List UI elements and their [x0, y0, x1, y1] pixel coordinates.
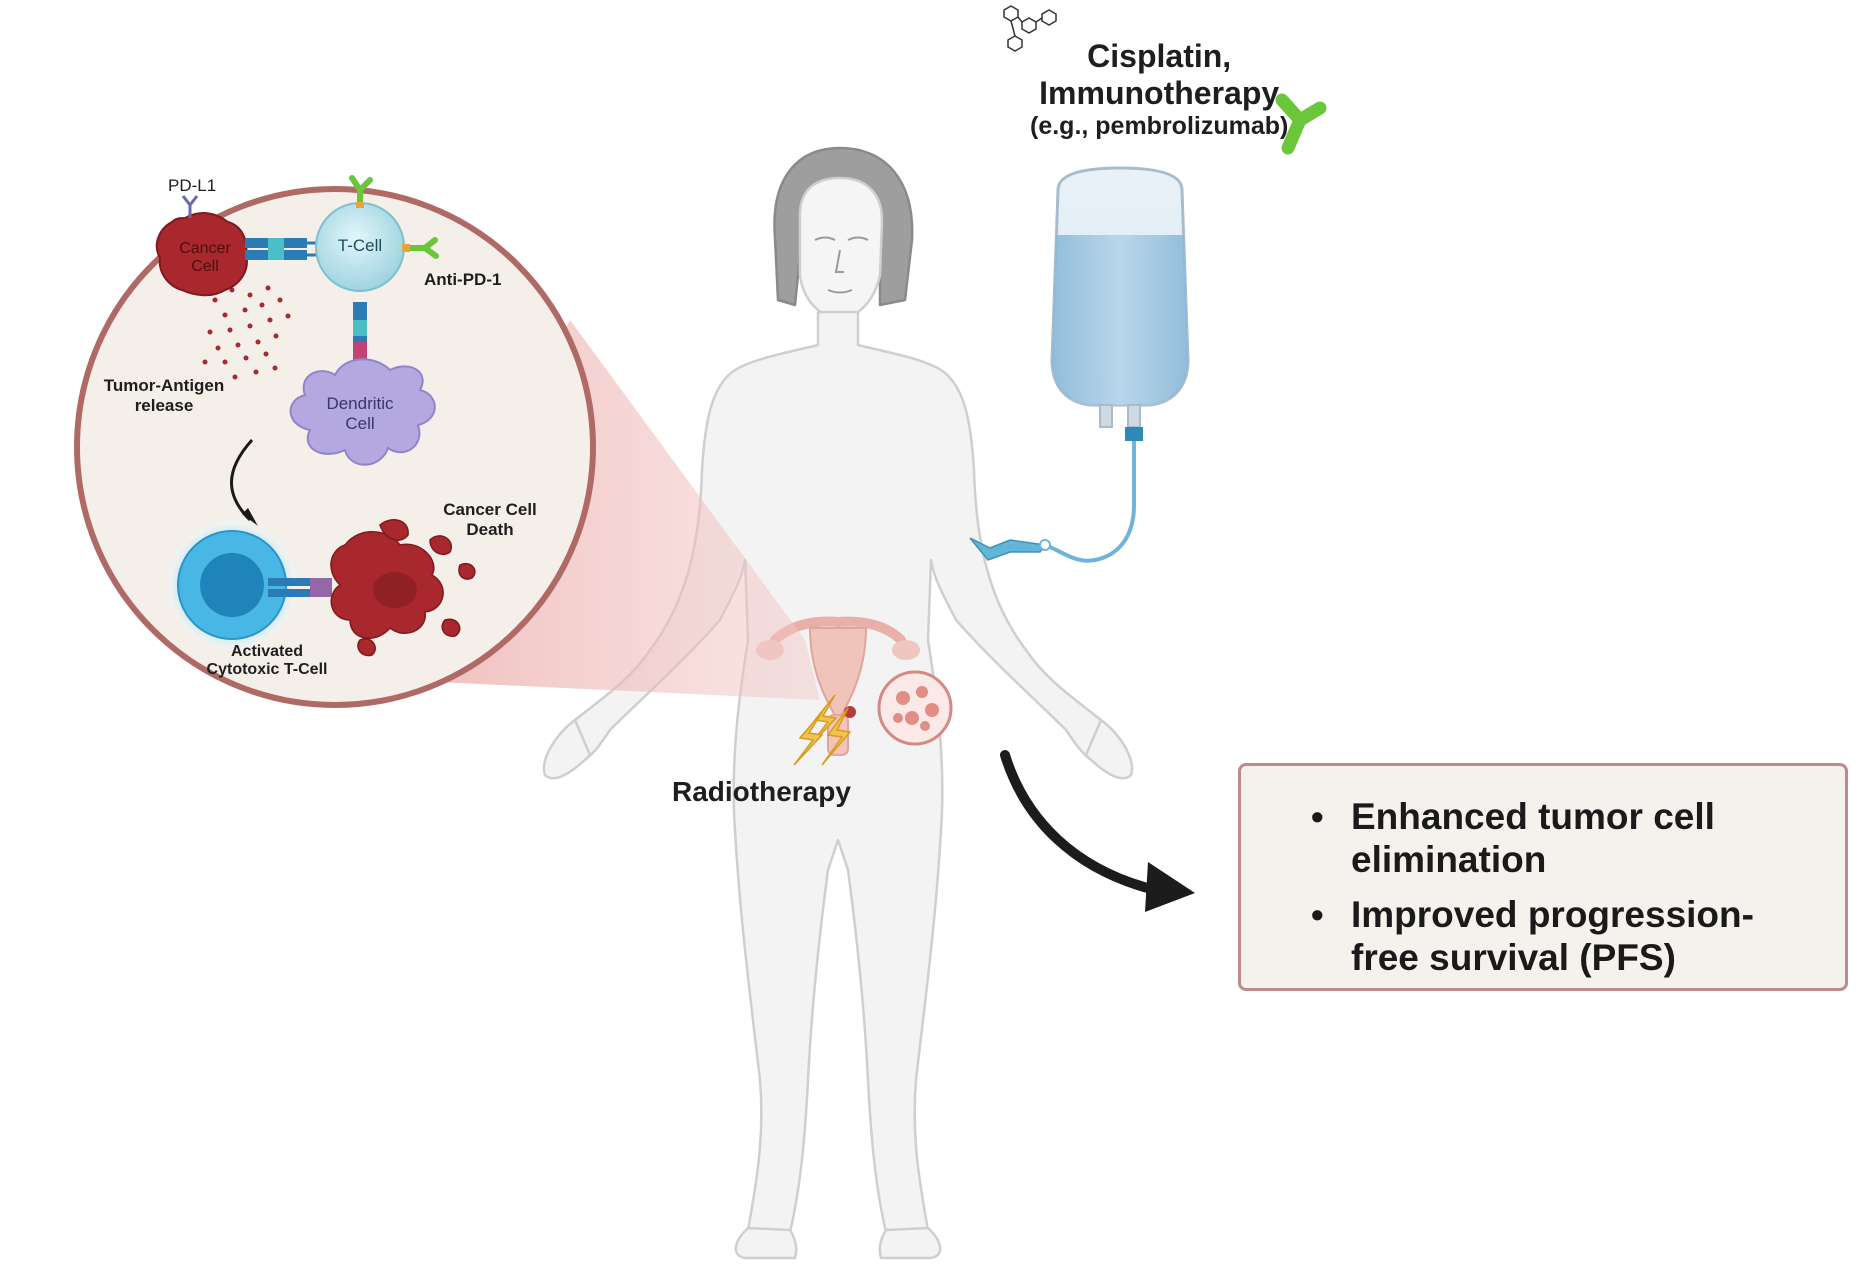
drug-line-1: Cisplatin, [1087, 38, 1232, 74]
iv-catheter-icon [969, 537, 1051, 561]
cancer-cell-death-label: Cancer Cell Death [443, 500, 537, 539]
iv-tube [1044, 441, 1136, 563]
patient-left-hand [542, 718, 592, 780]
outcome-item: Improved progression- free survival (PFS… [1311, 894, 1825, 980]
anti-pd1-label: Anti-PD-1 [424, 270, 502, 289]
cancer-cell-label: Cancer Cell [179, 240, 231, 276]
radiotherapy-label: Radiotherapy [672, 776, 851, 807]
drug-line-3: (e.g., pembrolizumab) [1030, 111, 1289, 140]
patient-face [798, 176, 884, 320]
chemical-molecule-icon [1003, 5, 1057, 52]
cancer-cell-icon [155, 212, 248, 297]
pd-l1-receptor-icon [181, 195, 199, 218]
pd-l1-label: PD-L1 [168, 176, 217, 195]
patient-face-details [814, 236, 869, 294]
activated-t-cell-icon [164, 517, 300, 653]
tumor-antigen-particles [202, 285, 291, 380]
cytotoxic-link-icon [268, 578, 332, 597]
outcome-item: Enhanced tumor cell elimination [1311, 796, 1825, 882]
outcome-list: Enhanced tumor cell elimination Improved… [1241, 766, 1845, 980]
dendritic-cell-icon [289, 358, 436, 466]
anti-pd1-antibody-icon [349, 175, 439, 259]
radiation-beam-icon [793, 694, 852, 766]
immune-inset [74, 175, 596, 708]
dying-cell-core [373, 572, 417, 608]
outcome-arrow-icon [1000, 750, 1195, 912]
patient-right-foot [878, 1226, 942, 1260]
drug-line-2: Immunotherapy [1039, 74, 1280, 111]
drug-name-label: Cisplatin, Immunotherapy (e.g., pembroli… [1030, 38, 1288, 140]
antibody-icon [1275, 93, 1327, 155]
tumor-detail-icon [877, 670, 953, 746]
iv-bag-icon [1050, 166, 1190, 441]
t-cell-label: T-Cell [337, 236, 383, 255]
activated-t-cell-label: Activated Cytotoxic T-Cell [206, 643, 328, 679]
patient-right-hand [1084, 718, 1134, 780]
tumor-antigen-label: Tumor-Antigen release [103, 376, 225, 415]
patient-left-foot [734, 1226, 798, 1260]
dendritic-cell-label: Dendritic Cell [326, 394, 394, 433]
antigen-presentation-link-icon [353, 302, 367, 364]
outcome-box: Enhanced tumor cell elimination Improved… [1238, 763, 1848, 991]
